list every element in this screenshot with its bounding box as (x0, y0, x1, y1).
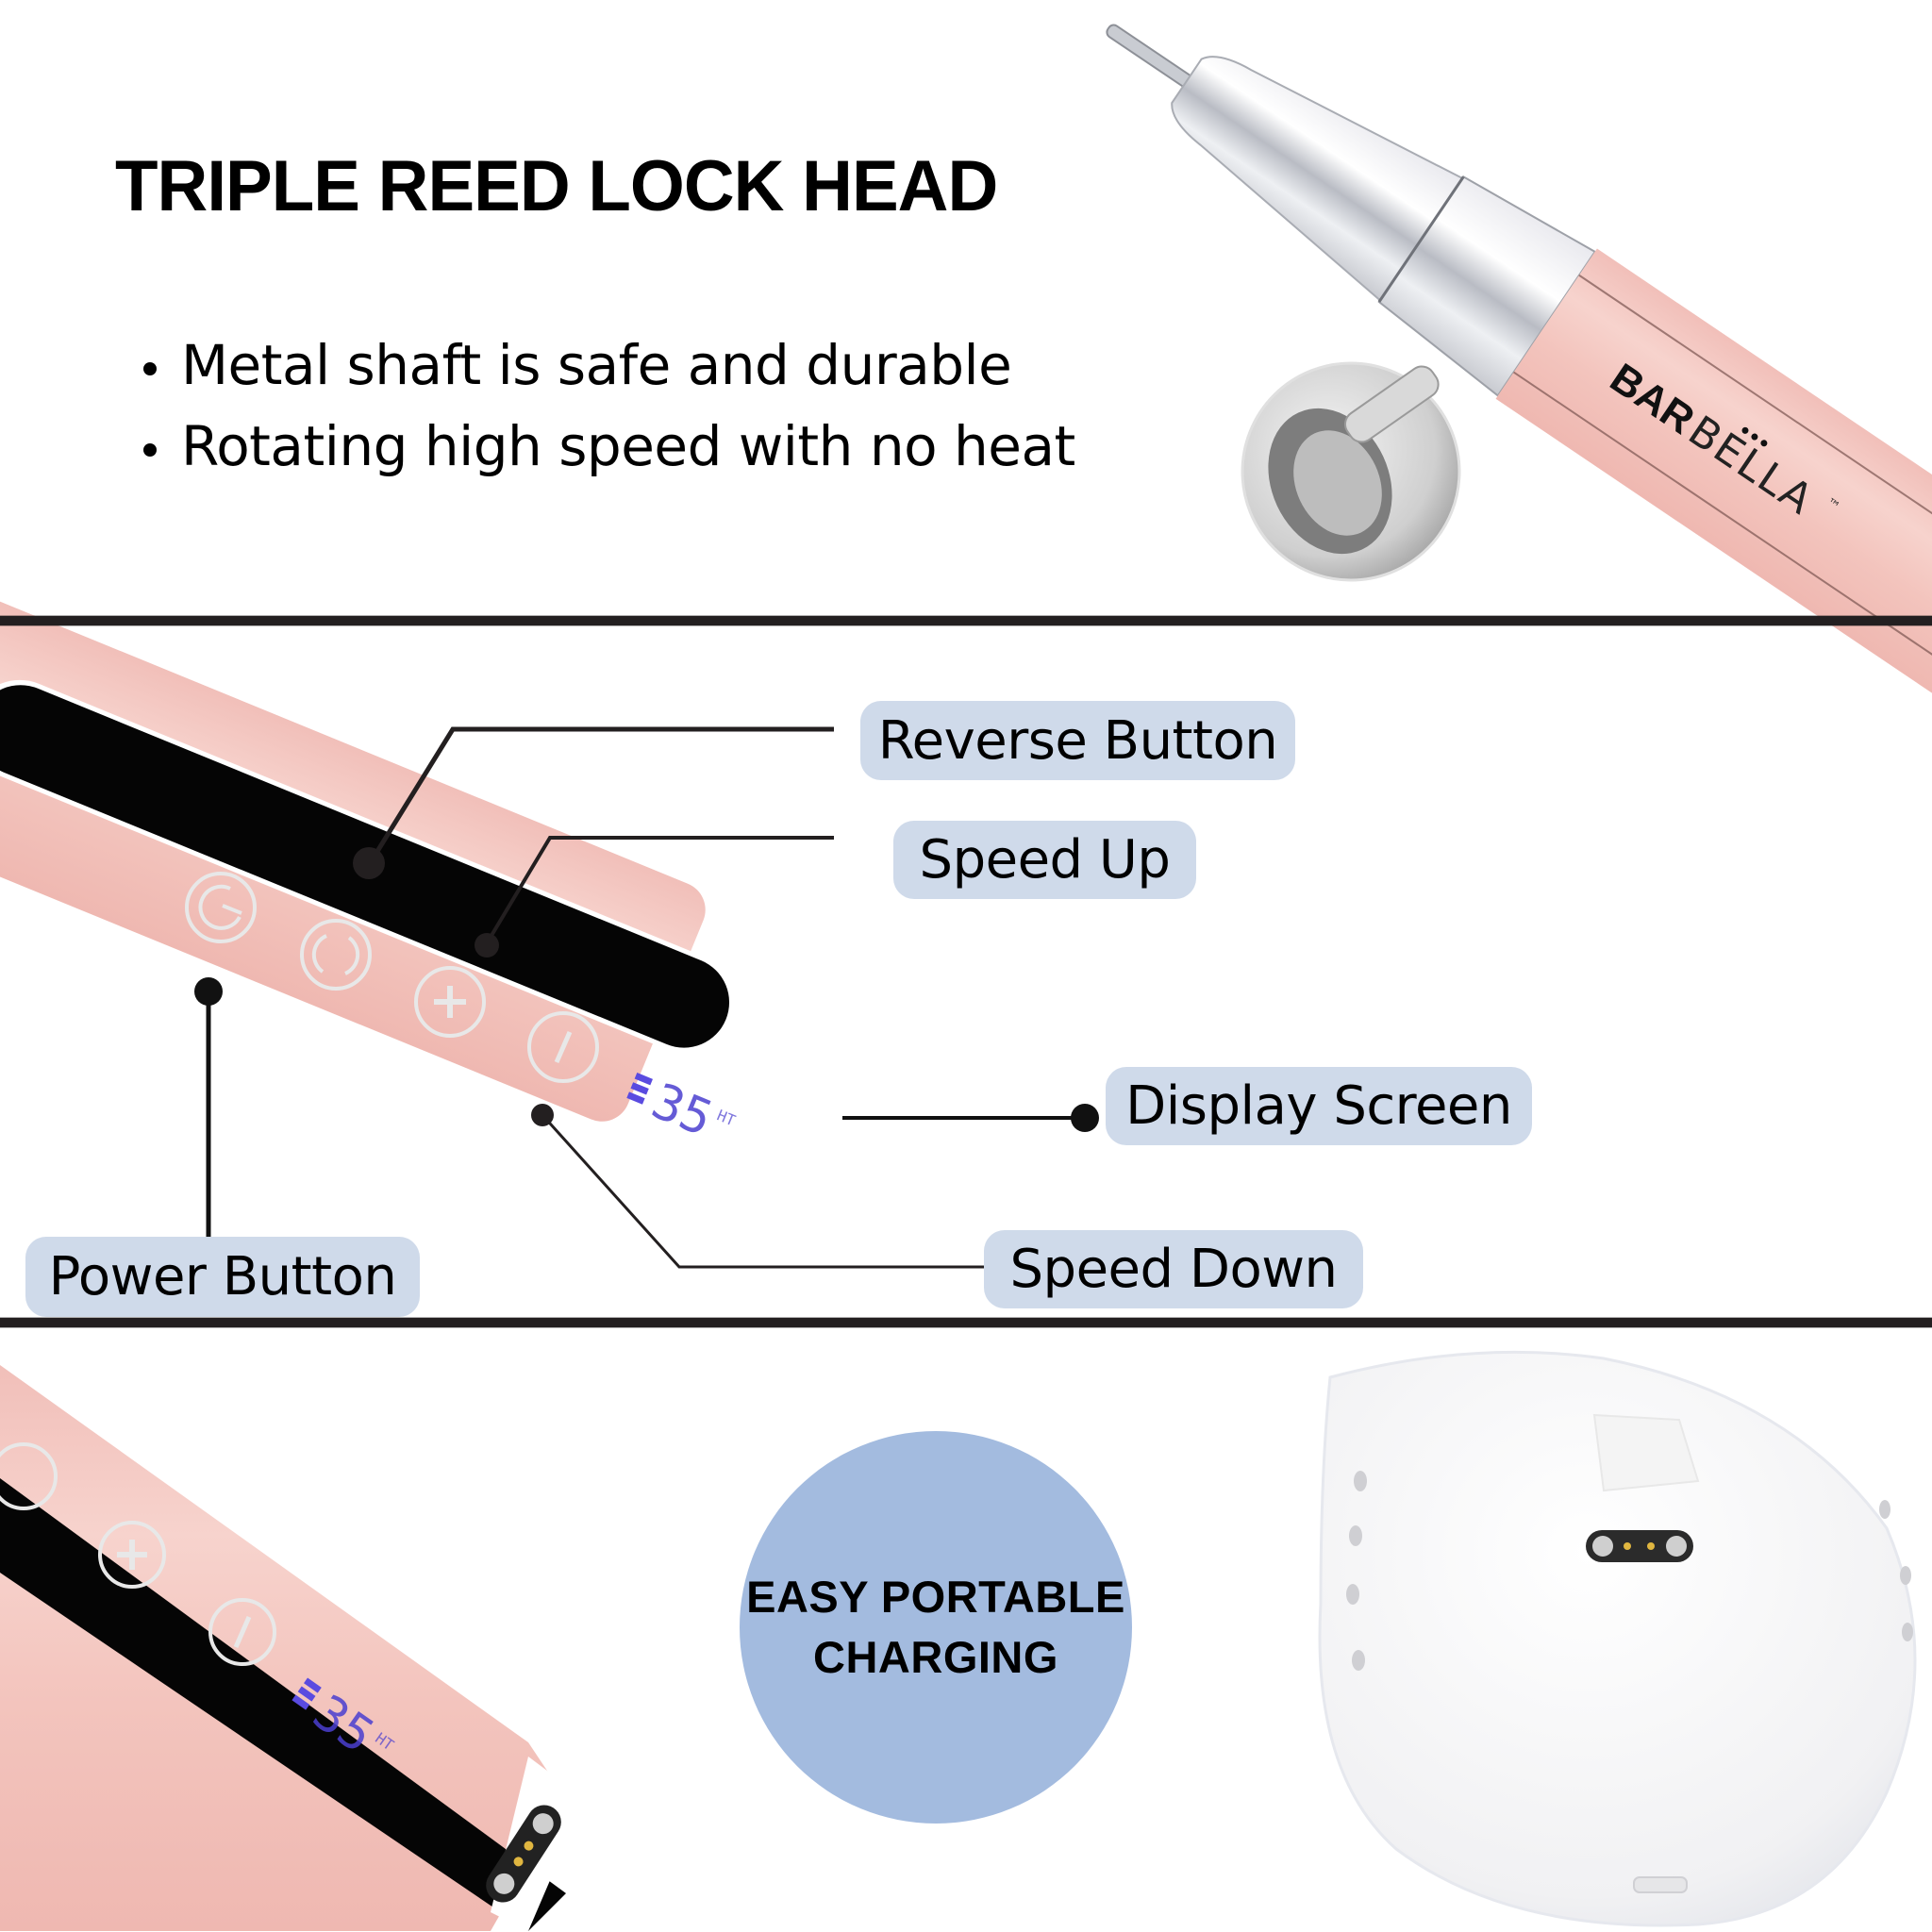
plus-icon (414, 966, 486, 1038)
lcd-reading: 35 (644, 1073, 721, 1147)
device-charging-end-image: 35 HT (0, 1365, 585, 1931)
label-text: Reverse Button (877, 709, 1278, 772)
lcd-unit: HT (714, 1107, 738, 1130)
feature-text: Rotating high speed with no heat (181, 414, 1075, 478)
section-divider (0, 1318, 1932, 1327)
leader-speed-down (531, 1104, 984, 1269)
charging-badge: EASY PORTABLE CHARGING (740, 1431, 1132, 1824)
leader-reverse (353, 726, 834, 879)
minus-icon (527, 1011, 599, 1083)
feature-item: Metal shaft is safe and durable (142, 325, 1075, 406)
handpiece-image: BAR BELLA ™ (1106, 24, 1932, 769)
badge-line-1: EASY PORTABLE (746, 1572, 1125, 1622)
device-controls-image (0, 478, 730, 1122)
control-panel (0, 685, 730, 1048)
label-reverse-button: Reverse Button (860, 701, 1295, 780)
label-text: Speed Up (919, 829, 1171, 891)
collar-seam (1377, 175, 1465, 303)
leader-display (842, 1104, 1099, 1132)
leader-power (194, 977, 223, 1237)
badge-line-2: CHARGING (813, 1632, 1058, 1682)
pink-body (1495, 248, 1932, 769)
lcd-display: 35 HT (626, 1073, 739, 1148)
label-text: Speed Down (1009, 1239, 1338, 1300)
leader-speed-up (475, 836, 834, 958)
bottom-minus-icon (208, 1598, 276, 1666)
bullet-icon (143, 362, 157, 375)
label-text: Display Screen (1125, 1075, 1512, 1137)
bullet-icon (143, 443, 157, 457)
charging-dock-image (1318, 1350, 1917, 1927)
section-divider (0, 616, 1932, 625)
charging-contacts-icon (486, 1805, 561, 1903)
bottom-plus-icon (98, 1521, 166, 1589)
feature-list: Metal shaft is safe and durable Rotating… (142, 325, 1075, 487)
section-title: TRIPLE REED LOCK HEAD (115, 146, 998, 226)
label-text: Power Button (48, 1246, 397, 1307)
lock-head-inset (1241, 361, 1461, 582)
label-power-button: Power Button (25, 1237, 420, 1317)
power-icon (185, 872, 257, 943)
feature-text: Metal shaft is safe and durable (181, 333, 1012, 397)
feature-item: Rotating high speed with no heat (142, 406, 1075, 487)
bottom-reverse-icon (0, 1442, 58, 1510)
reverse-icon (300, 919, 372, 991)
dock-connector-icon (1586, 1530, 1693, 1562)
label-display-screen: Display Screen (1106, 1067, 1532, 1145)
label-speed-up: Speed Up (893, 821, 1196, 899)
label-speed-down: Speed Down (984, 1230, 1363, 1308)
